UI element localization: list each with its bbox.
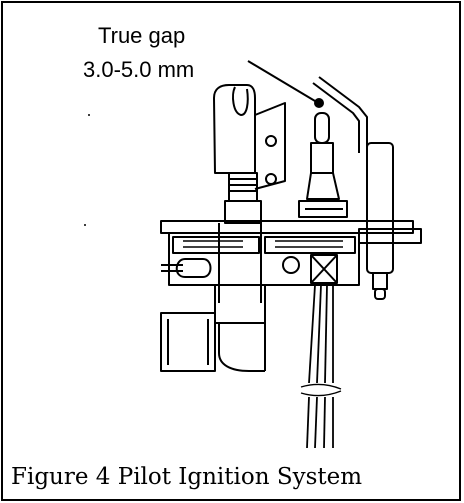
pilot-ignition-diagram: True gap 3.0-5.0 mm bbox=[83, 23, 422, 449]
mounting-bracket bbox=[160, 220, 422, 286]
gap-label-line2: 3.0-5.0 mm bbox=[83, 57, 194, 82]
speck bbox=[84, 224, 86, 226]
figure-caption: Figure 4 Pilot Ignition System bbox=[11, 464, 363, 490]
gap-leader-line bbox=[247, 60, 316, 102]
pilot-burner-head bbox=[213, 84, 286, 224]
gas-fitting bbox=[160, 223, 266, 372]
gap-label-line1: True gap bbox=[98, 23, 185, 48]
ignition-electrode bbox=[312, 76, 394, 300]
gap-point bbox=[314, 98, 324, 108]
speck bbox=[88, 114, 90, 116]
thermocouple bbox=[298, 112, 348, 218]
lead-wires bbox=[300, 284, 342, 449]
